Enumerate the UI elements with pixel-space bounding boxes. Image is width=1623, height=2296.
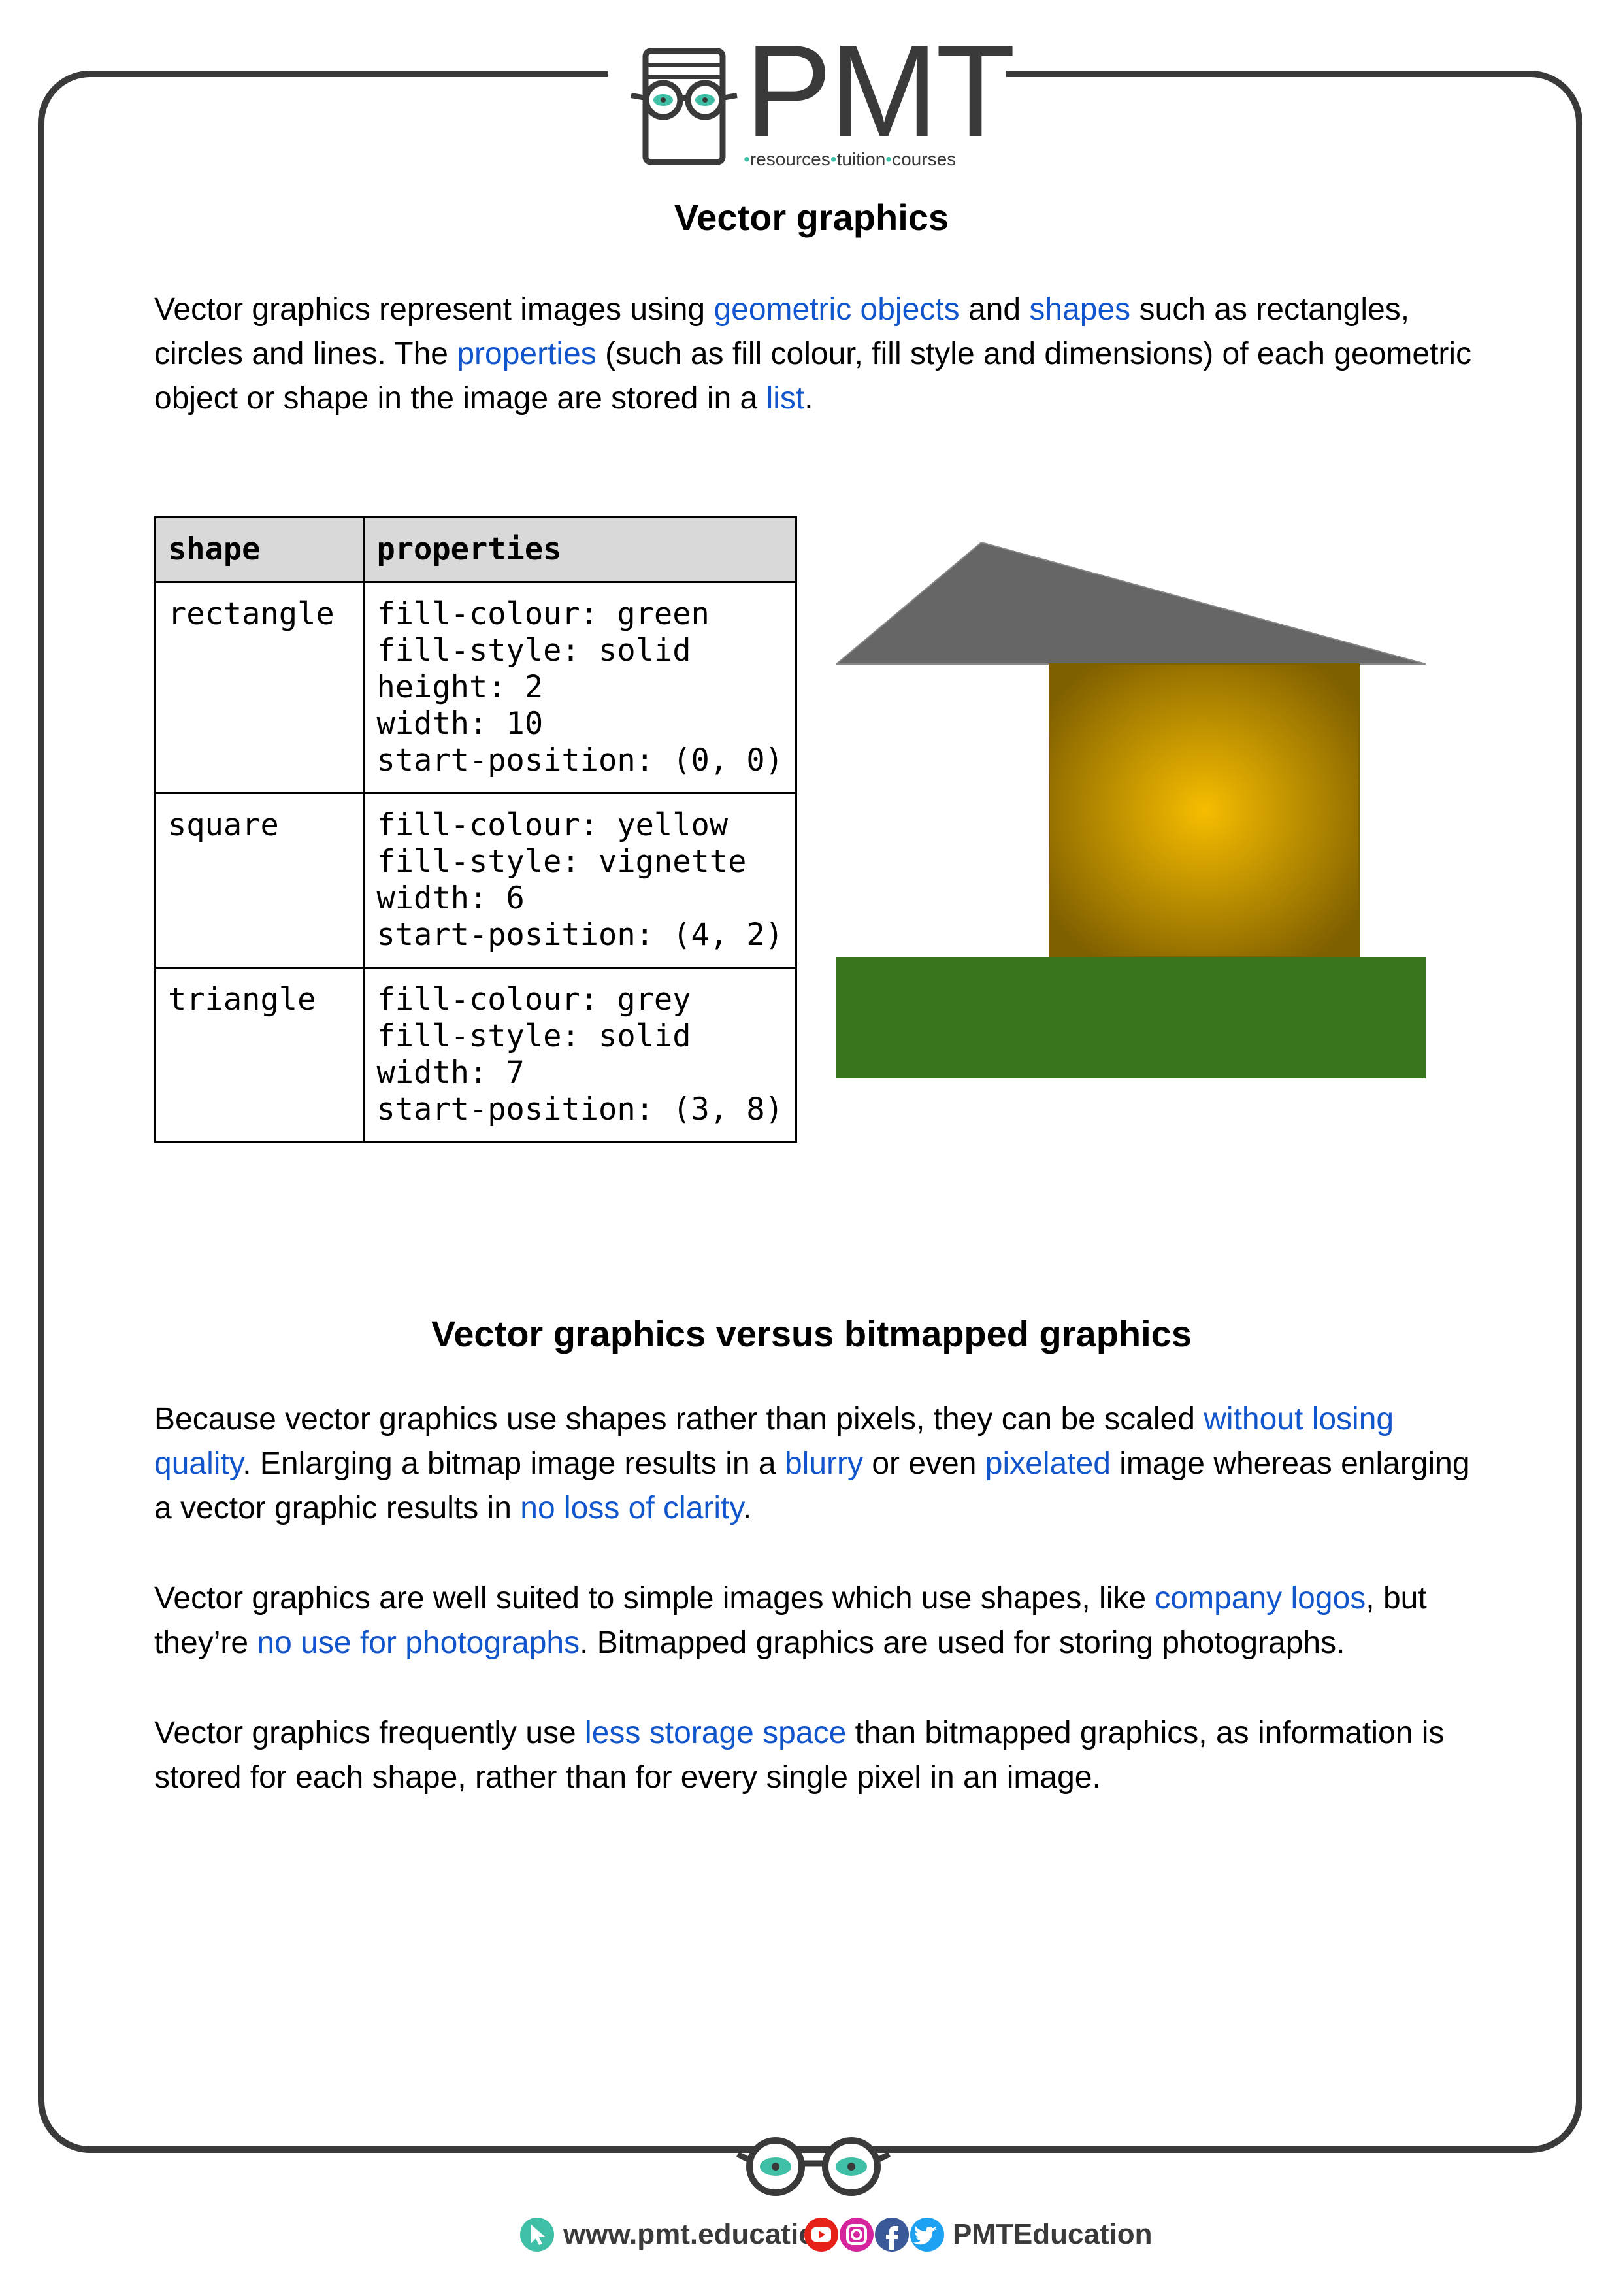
logo-tagline: •resources•tuition•courses [744, 149, 957, 169]
property-line: fill-colour: yellow [376, 807, 729, 843]
house-vector-illustration [836, 542, 1426, 1078]
property-line: width: 6 [376, 880, 525, 916]
text-run: Because vector graphics use shapes rathe… [154, 1402, 1204, 1437]
highlight-term: geometric objects [713, 292, 960, 327]
property-line: fill-style: solid [376, 633, 691, 669]
highlight-term: less storage space [585, 1716, 847, 1750]
highlight-term: no loss of clarity [520, 1491, 743, 1525]
property-line: fill-style: vignette [376, 844, 747, 880]
intro-paragraph: Vector graphics represent images using g… [154, 288, 1494, 421]
text-run: Vector graphics frequently use [154, 1716, 585, 1750]
page-title: Vector graphics [674, 197, 949, 238]
social-handle-link[interactable]: PMTEducation [953, 2218, 1153, 2250]
text-run: or even [862, 1446, 985, 1481]
shape-cell: square [154, 792, 365, 969]
property-line: width: 7 [376, 1055, 525, 1091]
header-shape: shape [154, 516, 365, 583]
logo-text: PMT [745, 18, 1015, 164]
property-line: start-position: (4, 2) [376, 917, 783, 953]
logos-paragraph: Vector graphics are well suited to simpl… [154, 1576, 1494, 1665]
property-line: height: 2 [376, 669, 544, 705]
text-run: . [742, 1491, 752, 1525]
highlight-term: properties [457, 337, 597, 371]
highlight-term: without losing quality [154, 1402, 1394, 1481]
instagram-icon[interactable] [840, 2218, 874, 2252]
footer: www.pmt.education PMTEducation [0, 2209, 1623, 2261]
property-line: start-position: (3, 8) [376, 1091, 783, 1127]
highlight-term: blurry [784, 1446, 863, 1481]
social-icons [804, 2218, 944, 2252]
shape-cell: triangle [154, 967, 365, 1143]
header-properties: properties [363, 516, 797, 583]
shape-cell: rectangle [154, 581, 365, 794]
property-line: fill-colour: green [376, 596, 710, 632]
property-line: fill-colour: grey [376, 982, 691, 1018]
scaling-paragraph: Because vector graphics use shapes rathe… [154, 1397, 1494, 1531]
glasses-icon [736, 2137, 891, 2196]
text-run: image whereas enlarging a vector graphic… [154, 1446, 1470, 1525]
property-line: start-position: (0, 0) [376, 742, 783, 778]
highlight-term: no use for photographs [257, 1625, 580, 1660]
text-run: . Bitmapped graphics are used for storin… [580, 1625, 1345, 1660]
facebook-icon[interactable] [875, 2218, 909, 2252]
text-run: Vector graphics are well suited to simpl… [154, 1581, 1155, 1616]
section-title: Vector graphics versus bitmapped graphic… [431, 1313, 1192, 1354]
property-line: width: 10 [376, 706, 544, 742]
cursor-icon [520, 2218, 554, 2252]
text-run: than bitmapped graphics, as information … [154, 1716, 1445, 1795]
highlight-term: pixelated [985, 1446, 1111, 1481]
triangle-roof [836, 542, 1426, 665]
text-run: . Enlarging a bitmap image results in a [242, 1446, 785, 1481]
website-link[interactable]: www.pmt.education [563, 2218, 834, 2250]
text-run: (such as fill colour, fill style and dim… [154, 337, 1472, 416]
highlight-term: shapes [1029, 292, 1131, 327]
highlight-term: list [766, 381, 805, 416]
text-run: and [959, 292, 1030, 327]
highlight-term: company logos [1155, 1581, 1366, 1616]
text-run: . [804, 381, 813, 416]
square-body [1049, 663, 1360, 957]
rectangle-ground [836, 957, 1426, 1078]
storage-paragraph: Vector graphics frequently use less stor… [154, 1711, 1494, 1800]
twitter-icon[interactable] [910, 2218, 944, 2252]
youtube-icon[interactable] [804, 2218, 838, 2252]
text-run: Vector graphics represent images using [154, 292, 714, 327]
text-run: , but they’re [154, 1581, 1427, 1660]
property-line: fill-style: solid [376, 1018, 691, 1054]
table-header-row: shape properties [154, 516, 797, 583]
pmt-logo-icon [631, 48, 738, 165]
text-run: such as rectangles, circles and lines. T… [154, 292, 1410, 371]
